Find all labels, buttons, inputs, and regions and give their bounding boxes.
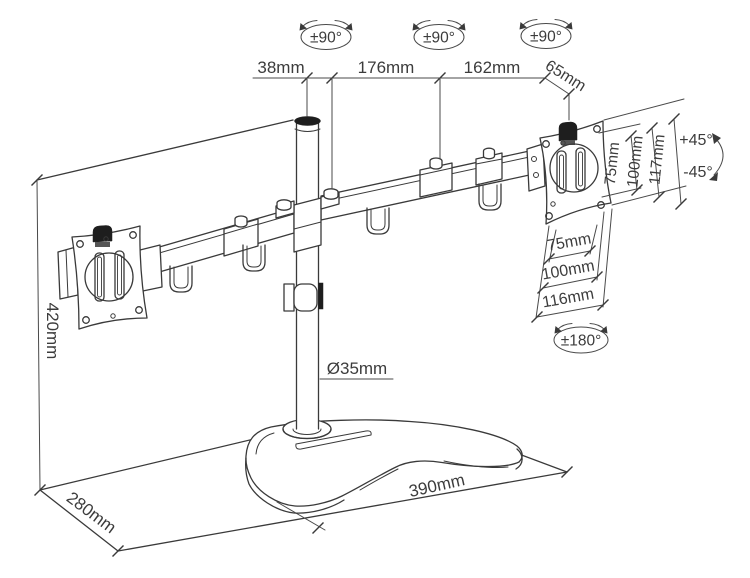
clamp-bolt xyxy=(482,147,496,160)
label-tilt-up: +45° xyxy=(679,132,713,149)
rotation-badge-label: ±90° xyxy=(530,29,562,46)
base-wall-right-tip xyxy=(515,448,523,470)
label-end-offset: 65mm xyxy=(542,57,589,95)
label-vesa-h-75: 75mm xyxy=(546,230,593,254)
height-dimension-line xyxy=(36,179,41,491)
pole-clip-band xyxy=(283,283,295,312)
swivel-badge-label: ±180° xyxy=(561,333,602,350)
witness-line xyxy=(603,98,685,121)
plate-hub xyxy=(84,252,134,302)
rotation-badge-3: ±90° xyxy=(519,19,573,49)
witness-line xyxy=(602,208,613,308)
floor-front-edge xyxy=(117,471,568,552)
witness-line xyxy=(535,225,550,319)
clamp-bolt xyxy=(429,157,443,170)
witness-line xyxy=(611,185,687,206)
pole-clip-latch xyxy=(318,282,324,310)
clamp-bolt xyxy=(234,215,248,228)
vesa-vertical-dims: 75mm 100mm 117mm xyxy=(598,98,688,211)
pole xyxy=(283,116,324,430)
vesa-slot xyxy=(575,147,586,191)
rotation-badge-label: ±90° xyxy=(423,30,455,47)
clamp-bolt xyxy=(276,199,292,211)
witness-line xyxy=(601,187,642,198)
left-vesa-plate xyxy=(57,225,163,330)
pole-top-cap xyxy=(294,116,321,126)
arm-assembly xyxy=(141,147,535,293)
base-collar-front xyxy=(282,428,372,450)
pole-clamp xyxy=(275,188,340,253)
label-pole-offset: 38mm xyxy=(257,58,304,77)
right-arm-end-bracket xyxy=(526,143,546,192)
witness-line xyxy=(598,123,641,134)
vesa-hole xyxy=(76,240,84,248)
vesa-hole xyxy=(545,212,553,220)
plate-hub xyxy=(549,143,599,193)
vesa-slot xyxy=(94,252,105,302)
handle-slot xyxy=(295,430,372,450)
left-arm xyxy=(141,207,295,278)
vesa-hole xyxy=(135,306,143,314)
label-arm-span-2: 162mm xyxy=(464,58,521,77)
label-tilt-down: -45° xyxy=(683,164,713,181)
label-vesa-v-117: 117mm xyxy=(646,134,668,186)
vesa-hole-small xyxy=(550,201,556,207)
vesa-hole xyxy=(542,140,550,148)
base-inner-line-right xyxy=(443,460,509,469)
cable-clip xyxy=(169,265,193,293)
vesa-slot xyxy=(556,150,567,194)
clamp-bolt xyxy=(323,188,339,200)
knob-band xyxy=(95,242,110,247)
swivel-badge: ±180° xyxy=(553,323,609,354)
label-arm-span-1: 176mm xyxy=(358,58,415,77)
base-wall-front xyxy=(244,457,345,514)
rotation-badge-label: ±90° xyxy=(310,30,342,47)
rotation-badge-2: ±90° xyxy=(412,20,466,50)
rotation-badge-1: ±90° xyxy=(299,20,353,50)
cable-clip xyxy=(366,207,390,235)
label-base-length: 390mm xyxy=(407,470,466,501)
floor-left-edge xyxy=(39,489,119,552)
vesa-hole-small xyxy=(560,140,566,146)
label-vesa-v-100: 100mm xyxy=(624,135,646,188)
vesa-hole xyxy=(129,231,137,239)
floor-outline xyxy=(36,119,568,552)
base-foot-witness-line xyxy=(276,501,326,531)
wall-top-edge xyxy=(36,119,294,181)
base-inner-line-left xyxy=(255,432,275,455)
vesa-hole xyxy=(593,125,601,133)
vesa-hole xyxy=(82,316,90,324)
tilt-annotation: +45° -45° xyxy=(679,132,724,181)
vesa-hole xyxy=(597,201,605,209)
label-vesa-v-75: 75mm xyxy=(602,141,623,186)
vesa-hole-small xyxy=(103,236,109,242)
label-pole-diameter: Ø35mm xyxy=(327,359,387,378)
base-inner-line-front xyxy=(359,468,399,491)
cable-clip xyxy=(478,183,502,211)
vesa-horizontal-dims: 75mm 100mm 116mm xyxy=(530,208,613,324)
pole-cable-clip xyxy=(293,283,318,312)
witness-line xyxy=(596,211,605,281)
vesa-knob-right xyxy=(558,121,578,142)
knob-band xyxy=(561,140,575,145)
label-height: 420mm xyxy=(43,303,62,360)
vesa-knob-left xyxy=(92,225,113,243)
witness-line xyxy=(548,229,557,263)
vesa-slot xyxy=(114,250,125,300)
dimension-annotations: 38mm 176mm 162mm 65mm ±90° ±90° ±90° ±18… xyxy=(30,19,724,558)
vesa-hole-small xyxy=(110,313,116,319)
tilt-arc xyxy=(713,138,724,176)
plate-body xyxy=(71,225,148,330)
right-vesa-plate xyxy=(526,120,612,225)
